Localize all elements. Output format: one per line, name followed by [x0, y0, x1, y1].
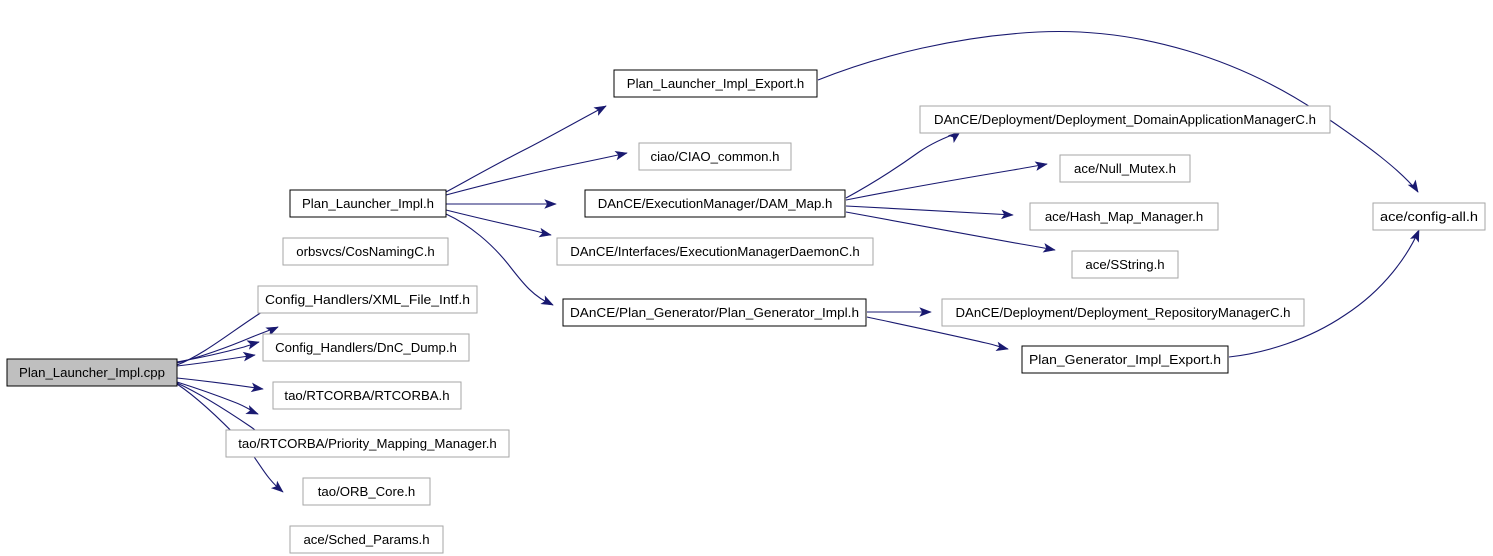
node-label: Plan_Generator_Impl_Export.h — [1029, 352, 1221, 367]
node-ace-sstring-h[interactable]: ace/SString.h — [1071, 250, 1179, 279]
node-config-handlers-xml-file-intf-h[interactable]: Config_Handlers/XML_File_Intf.h — [257, 285, 478, 314]
edge-n9-to-n20 — [817, 30, 1419, 193]
node-box[interactable] — [1071, 250, 1179, 279]
node-ace-config-all-h[interactable]: ace/config-all.h — [1372, 202, 1486, 231]
arrowhead — [593, 105, 607, 116]
node-plan-generator-impl-export-h[interactable]: Plan_Generator_Impl_Export.h — [1021, 345, 1229, 374]
edge-n11-to-n15 — [845, 163, 1048, 201]
node-ace-hash-map-manager-h[interactable]: ace/Hash_Map_Manager.h — [1029, 202, 1219, 231]
node-box[interactable] — [282, 237, 449, 266]
node-label: DAnCE/Plan_Generator/Plan_Generator_Impl… — [570, 305, 859, 320]
arrowhead — [1034, 161, 1048, 171]
node-box[interactable] — [262, 333, 470, 362]
node-label: Config_Handlers/XML_File_Intf.h — [265, 292, 470, 307]
node-tao-orb-core-h[interactable]: tao/ORB_Core.h — [302, 477, 431, 506]
node-box[interactable] — [302, 477, 431, 506]
node-box[interactable] — [584, 189, 846, 218]
node-ace-sched-params-h[interactable]: ace/Sched_Params.h — [289, 525, 444, 554]
node-plan-launcher-impl-export-h[interactable]: Plan_Launcher_Impl_Export.h — [613, 69, 818, 98]
node-label: DAnCE/ExecutionManager/DAM_Map.h — [598, 196, 833, 211]
node-dance-plan-generator-plan-generator-impl-h[interactable]: DAnCE/Plan_Generator/Plan_Generator_Impl… — [562, 298, 867, 327]
node-label: tao/RTCORBA/RTCORBA.h — [284, 388, 449, 403]
arrowhead — [250, 382, 264, 393]
edge-n11-to-n16 — [845, 205, 1014, 216]
arrowhead — [1410, 229, 1420, 243]
node-ace-null-mutex-h[interactable]: ace/Null_Mutex.h — [1059, 154, 1191, 183]
arrowhead — [614, 150, 628, 161]
edge-n19-to-n20 — [1228, 229, 1420, 358]
arrowhead — [919, 307, 932, 317]
node-box[interactable] — [562, 298, 867, 327]
node-box[interactable] — [1029, 202, 1219, 231]
node-label: tao/RTCORBA/Priority_Mapping_Manager.h — [238, 436, 497, 451]
edge-n0-to-n4 — [176, 354, 256, 367]
arrowhead — [246, 340, 260, 350]
node-dance-deployment-deployment-domainapplicationmanagerc-h[interactable]: DAnCE/Deployment/Deployment_DomainApplic… — [919, 105, 1331, 134]
node-label: Plan_Launcher_Impl_Export.h — [627, 76, 804, 91]
arrowhead — [947, 131, 961, 143]
node-box[interactable] — [613, 69, 818, 98]
node-label: ciao/CIAO_common.h — [651, 149, 780, 164]
arrowhead — [265, 326, 279, 337]
node-box[interactable] — [919, 105, 1331, 134]
arrowhead — [1042, 243, 1056, 253]
node-box[interactable] — [1059, 154, 1191, 183]
node-label: ace/SString.h — [1085, 257, 1164, 272]
node-label: ace/Null_Mutex.h — [1074, 161, 1176, 176]
node-label: DAnCE/Deployment/Deployment_DomainApplic… — [934, 112, 1316, 127]
node-box[interactable] — [941, 298, 1305, 327]
node-box[interactable] — [556, 237, 874, 266]
node-dance-interfaces-executionmanagerdaemonc-h[interactable]: DAnCE/Interfaces/ExecutionManagerDaemonC… — [556, 237, 874, 266]
node-label: Plan_Launcher_Impl.h — [302, 196, 434, 211]
node-label: tao/ORB_Core.h — [318, 484, 416, 499]
edge-n11-to-n17 — [845, 211, 1056, 251]
nodes-layer: Plan_Launcher_Impl.cpp Plan_Launcher_Impl… — [6, 69, 1486, 554]
edge-n11-to-n14 — [845, 131, 961, 199]
node-label: orbsvcs/CosNamingC.h — [296, 244, 435, 259]
node-label: DAnCE/Deployment/Deployment_RepositoryMa… — [956, 305, 1291, 320]
node-ciao-ciao-common-h[interactable]: ciao/CIAO_common.h — [638, 142, 792, 171]
node-config-handlers-dnc-dump-h[interactable]: Config_Handlers/DnC_Dump.h — [262, 333, 470, 362]
node-box[interactable] — [225, 429, 510, 458]
edge-n1-to-n13 — [445, 213, 554, 306]
node-label: Plan_Launcher_Impl.cpp — [19, 365, 165, 380]
edge-n1-to-n10 — [445, 152, 628, 196]
node-plan-launcher-impl-cpp[interactable]: Plan_Launcher_Impl.cpp — [6, 358, 178, 387]
node-label: ace/Sched_Params.h — [303, 532, 429, 547]
node-box[interactable] — [1372, 202, 1486, 231]
node-box[interactable] — [257, 285, 478, 314]
node-label: Config_Handlers/DnC_Dump.h — [275, 340, 457, 355]
node-box[interactable] — [272, 381, 462, 410]
node-orbsvcs-cosnamingc-h[interactable]: orbsvcs/CosNamingC.h — [282, 237, 449, 266]
node-dance-deployment-deployment-repositorymanagerc-h[interactable]: DAnCE/Deployment/Deployment_RepositoryMa… — [941, 298, 1305, 327]
arrowhead — [538, 227, 552, 238]
node-box[interactable] — [638, 142, 792, 171]
node-label: ace/Hash_Map_Manager.h — [1045, 209, 1203, 224]
arrowhead — [1001, 209, 1014, 220]
node-label: DAnCE/Interfaces/ExecutionManagerDaemonC… — [570, 244, 860, 259]
arrowhead — [544, 199, 557, 209]
node-box[interactable] — [1021, 345, 1229, 374]
node-box[interactable] — [6, 358, 178, 387]
arrowhead — [270, 480, 284, 493]
node-dance-executionmanager-dam-map-h[interactable]: DAnCE/ExecutionManager/DAM_Map.h — [584, 189, 846, 218]
node-box[interactable] — [289, 525, 444, 554]
edge-n0-to-n5 — [176, 377, 264, 390]
arrowhead — [540, 295, 554, 306]
arrowhead — [995, 341, 1009, 352]
node-label: ace/config-all.h — [1380, 209, 1478, 224]
node-tao-rtcorba-priority-mapping-manager-h[interactable]: tao/RTCORBA/Priority_Mapping_Manager.h — [225, 429, 510, 458]
node-plan-launcher-impl-h[interactable]: Plan_Launcher_Impl.h — [289, 189, 447, 218]
arrowheads-layer — [242, 105, 1420, 493]
edge-n1-to-n9 — [445, 105, 607, 193]
edges-layer — [176, 30, 1420, 493]
arrowhead — [245, 405, 259, 415]
node-tao-rtcorba-rtcorba-h[interactable]: tao/RTCORBA/RTCORBA.h — [272, 381, 462, 410]
arrowhead — [1407, 179, 1419, 193]
node-box[interactable] — [289, 189, 447, 218]
arrowhead — [242, 351, 256, 362]
